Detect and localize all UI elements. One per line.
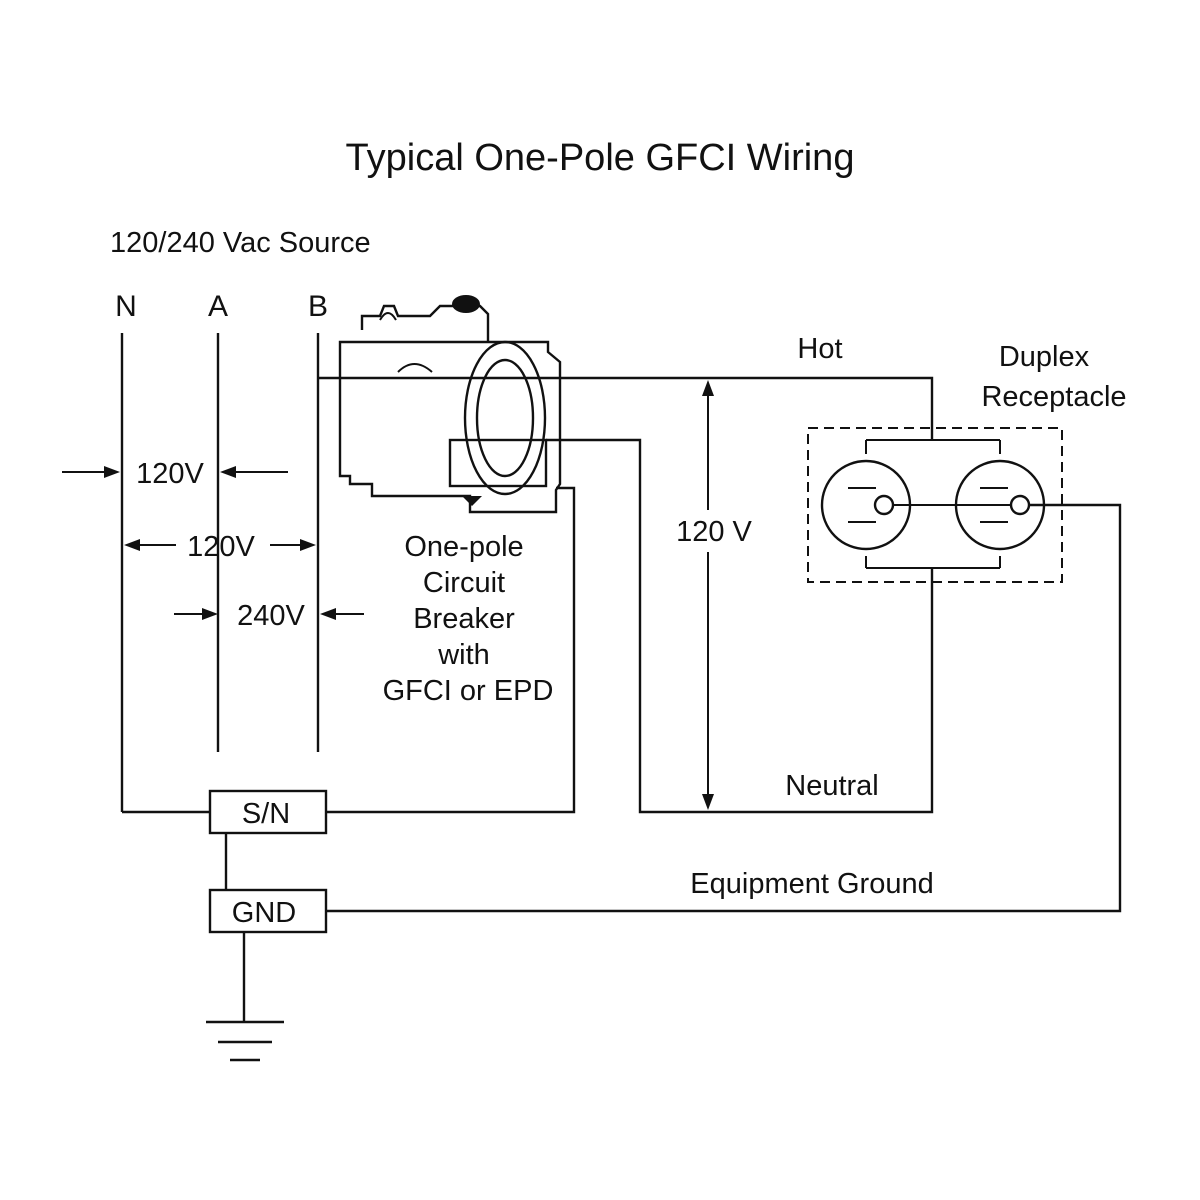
source-label: 120/240 Vac Source	[110, 227, 371, 259]
receptacle-label-line2: Receptacle	[981, 381, 1126, 413]
gnd-terminal-label: GND	[232, 897, 296, 929]
earth-ground-symbol	[206, 932, 284, 1062]
voltage-hot-neutral: 120 V	[676, 380, 753, 810]
breaker-label: One-pole Circuit Breaker with GFCI or EP…	[383, 531, 554, 707]
gnd-terminal: GND	[208, 888, 328, 934]
bus-a-label: A	[208, 290, 228, 323]
equipment-ground-wire: Equipment Ground	[326, 503, 1122, 913]
bus-n-label: N	[115, 290, 137, 323]
hot-wire: Hot	[318, 333, 934, 440]
neutral-wire-label: Neutral	[785, 770, 879, 802]
diagram-title: Typical One-Pole GFCI Wiring	[346, 137, 855, 179]
breaker-label-line3: Breaker	[413, 603, 515, 635]
breaker-label-line4: with	[437, 639, 490, 671]
voltage-n-b: 120V	[124, 531, 316, 563]
sn-terminal: S/N	[122, 789, 328, 835]
breaker-label-line2: Circuit	[423, 567, 505, 599]
receptacle-label-line1: Duplex	[999, 341, 1090, 373]
voltage-hot-neutral-label: 120 V	[676, 516, 752, 548]
breaker-label-line1: One-pole	[404, 531, 523, 563]
voltage-a-b-label: 240V	[237, 600, 305, 632]
voltage-n-a: 120V	[62, 458, 288, 490]
breaker-pigtail-neutral	[326, 486, 576, 814]
voltage-a-b: 240V	[174, 600, 364, 632]
bus-b-label: B	[308, 290, 328, 323]
duplex-receptacle	[807, 427, 1063, 583]
equipment-ground-label: Equipment Ground	[690, 868, 933, 900]
voltage-n-a-label: 120V	[136, 458, 204, 490]
hot-wire-label: Hot	[797, 333, 842, 365]
sn-terminal-label: S/N	[242, 798, 290, 830]
voltage-n-b-label: 120V	[187, 531, 255, 563]
circuit-breaker	[338, 295, 562, 514]
breaker-label-line5: GFCI or EPD	[383, 675, 554, 707]
neutral-wire: Neutral	[546, 438, 934, 814]
